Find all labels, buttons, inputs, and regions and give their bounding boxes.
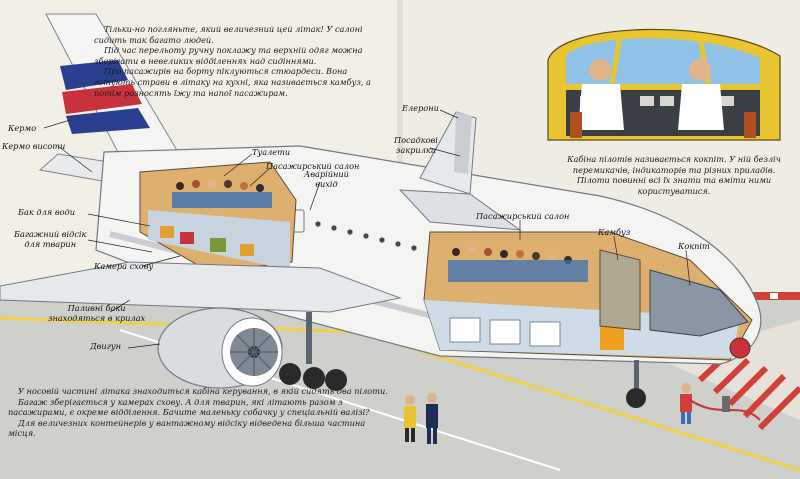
rear-passengers bbox=[160, 180, 272, 256]
label-pets: Багажний відсік для тварин bbox=[14, 229, 87, 249]
tail-stripe-red bbox=[62, 84, 142, 114]
galley bbox=[599, 249, 641, 331]
label-flaps-line1: Посадкові bbox=[394, 135, 438, 145]
label-pets-line1: Багажний відсік bbox=[14, 229, 87, 239]
cabin-windows bbox=[315, 221, 417, 251]
pilot-left-body bbox=[578, 84, 624, 130]
nose-radar bbox=[729, 337, 751, 359]
seat-left bbox=[570, 112, 582, 138]
bottom-text: У носовій частині літака знаходиться каб… bbox=[8, 386, 392, 439]
label-pets-line2: для тварин bbox=[24, 238, 77, 249]
label-fuel: Паливні баки знаходяться в крилах bbox=[48, 303, 146, 323]
label-ailerons: Елерони bbox=[402, 103, 439, 113]
pilot-left-head bbox=[589, 59, 611, 81]
label-cabin-rear: Пасажирський салон bbox=[266, 161, 360, 171]
label-water-tank: Бак для води bbox=[18, 207, 75, 217]
tail-stripe-blue bbox=[60, 60, 128, 90]
front-passengers bbox=[448, 246, 624, 350]
label-galley: Камбуз bbox=[598, 227, 631, 237]
label-cabin-front: Пасажирський салон bbox=[476, 211, 570, 221]
intro-text: Тільки-но погляньте, який величезний цей… bbox=[94, 24, 386, 98]
nose-wheel bbox=[626, 388, 646, 408]
cockpit-caption-text: Кабіна пілотів називається кокпіт. У ній… bbox=[567, 154, 781, 196]
label-cockpit: Кокпіт bbox=[678, 241, 710, 251]
intro-paragraph-2: Під час перельоту ручну поклажу та верхн… bbox=[94, 45, 363, 66]
main-wheel-3 bbox=[325, 369, 347, 391]
label-fuel-line1: Паливні баки bbox=[67, 303, 126, 313]
label-flaps-line2: закрилки bbox=[395, 144, 437, 155]
cockpit-cutaway bbox=[649, 269, 749, 337]
seat-right bbox=[744, 112, 756, 138]
label-emergency-exit-line2: вихід bbox=[315, 178, 338, 189]
bottom-paragraph-3: Для величезних контейнерів у вантажному … bbox=[8, 417, 366, 439]
label-elevator: Кермо висоти bbox=[2, 141, 66, 151]
red-hatching bbox=[697, 349, 800, 431]
label-toilets: Туалети bbox=[252, 147, 291, 157]
bottom-paragraph-1: У носовій частині літака знаходиться каб… bbox=[18, 386, 388, 396]
ailerons-flaps bbox=[454, 112, 472, 174]
main-wheel-2 bbox=[303, 367, 325, 389]
left-wing bbox=[0, 261, 402, 313]
main-wheel-1 bbox=[279, 363, 301, 385]
engine-blades bbox=[230, 328, 278, 376]
intro-paragraph-1: Тільки-но погляньте, який величезний цей… bbox=[94, 24, 363, 45]
leader-lines bbox=[43, 109, 691, 349]
label-emergency-exit: Аварійний вихід bbox=[304, 169, 349, 189]
main-gear-strut bbox=[306, 312, 312, 364]
tail-stripe-blue-2 bbox=[66, 108, 150, 134]
label-rudder: Кермо bbox=[8, 123, 37, 133]
bottom-paragraph-2: Багаж зберігається у камерах схову. А дл… bbox=[8, 396, 370, 418]
label-storage: Камера схову bbox=[94, 261, 154, 271]
cockpit-inset bbox=[547, 28, 781, 141]
nose-gear-strut bbox=[634, 360, 639, 390]
intro-paragraph-3: Про пасажирів на борту піклуються стюард… bbox=[94, 66, 371, 98]
cockpit-caption: Кабіна пілотів називається кокпіт. У ній… bbox=[556, 154, 792, 196]
label-fuel-line2: знаходяться в крилах bbox=[48, 312, 146, 323]
ground-crew-right bbox=[680, 383, 761, 424]
pilot-right-body bbox=[678, 84, 724, 130]
pilot-right-head bbox=[689, 59, 711, 81]
label-emergency-exit-line1: Аварійний bbox=[304, 169, 349, 179]
label-engine: Двигун bbox=[90, 341, 121, 351]
ground-crew-left bbox=[404, 393, 438, 444]
label-flaps: Посадкові закрилки bbox=[394, 135, 438, 155]
